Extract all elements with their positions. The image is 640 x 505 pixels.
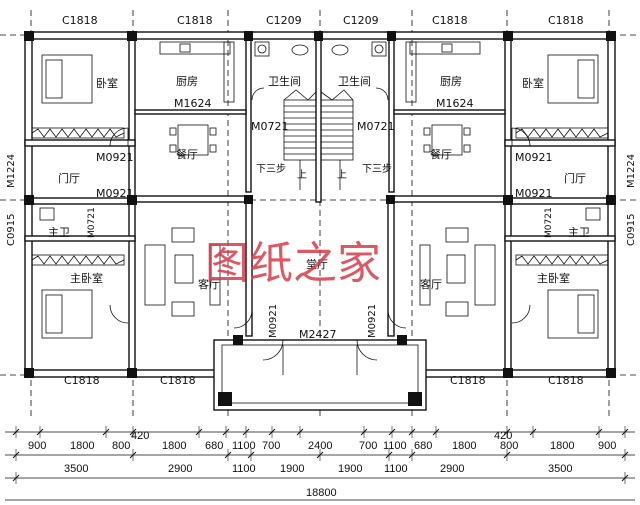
dim-row2-5: 1900	[338, 463, 362, 475]
room-bath-left: 卫生间	[268, 74, 301, 88]
stair-label-up-right: 上	[337, 169, 347, 181]
room-kitchen-right: 厨房	[440, 75, 462, 88]
room-foyer-left: 门厅	[58, 171, 80, 185]
bath-fixtures	[39, 41, 601, 221]
door-labels: M1624 M1624 M0721 M0721 M0921 M0921 M092…	[87, 97, 554, 341]
stair-label-up-left: 上	[297, 169, 307, 181]
stairs	[283, 89, 354, 190]
dim-row2-3: 1100	[232, 463, 256, 475]
dim-row1-8: 2400	[308, 440, 332, 452]
dim-row2-1: 3500	[64, 463, 88, 475]
window-label-left-m1224: M1224	[6, 154, 17, 188]
dim-row2-8: 3500	[548, 463, 572, 475]
door-label-side-left: M0721	[87, 207, 97, 238]
door-swings	[109, 87, 531, 361]
window-label-top-4: C1209	[343, 14, 379, 27]
window-label-top-2: C1818	[177, 14, 213, 27]
door-label-m0921-e: M0921	[268, 304, 279, 338]
dimension-ticks	[12, 426, 629, 484]
room-master-bath-left: 主卫	[48, 226, 70, 239]
room-master-bed-right: 主卧室	[537, 271, 570, 285]
door-label-bath-left: M0721	[251, 120, 289, 133]
room-center-hall: 堂厅	[306, 258, 328, 271]
watermark-text: 图纸之家	[205, 238, 381, 289]
stair-label-down-right: 下三步	[362, 163, 392, 175]
room-dining-right: 餐厅	[430, 147, 452, 161]
room-master-bath-right: 主卫	[568, 226, 590, 239]
dim-row1-extra-2: 420	[494, 430, 512, 442]
dim-row2-2: 2900	[168, 463, 192, 475]
dim-row1-12: 1800	[452, 440, 476, 452]
window-label-top-6: C1818	[548, 14, 584, 27]
dim-row2-4: 1900	[280, 463, 304, 475]
room-bedroom-right: 卧室	[522, 76, 544, 90]
stair-labels: 下三步 下三步 上 上	[256, 163, 392, 181]
window-label-top-1: C1818	[62, 14, 98, 27]
dim-row1-5: 680	[205, 440, 223, 452]
window-label-right-m1224: M1224	[626, 154, 637, 188]
dim-total: 18800	[306, 487, 337, 499]
room-dining-left: 餐厅	[176, 147, 198, 161]
dim-row1-3: 800	[112, 440, 130, 452]
room-master-bed-left: 主卧室	[70, 271, 103, 285]
dim-row1-10: 1100	[383, 440, 407, 452]
window-label-top-3: C1209	[266, 14, 302, 27]
room-labels: 卧室 卧室 厨房 厨房 卫生间 卫生间 餐厅 餐厅 门厅 门厅 主卫 主卫 主卧…	[48, 74, 590, 291]
window-label-left-c0915: C0915	[6, 214, 17, 246]
door-label-m0921-d: M0921	[515, 187, 553, 200]
door-label-m0921-f: M0921	[367, 304, 378, 338]
door-label-m0921-c: M0921	[515, 151, 553, 164]
window-label-bottom-1: C1818	[64, 374, 100, 387]
kitchen-counters	[159, 41, 481, 103]
dim-row1-11: 680	[414, 440, 432, 452]
structural-columns	[24, 31, 616, 378]
door-label-m0921-b: M0921	[96, 187, 134, 200]
room-foyer-right: 门厅	[564, 171, 586, 185]
dim-row1-13: 800	[500, 440, 518, 452]
living-furniture	[144, 227, 496, 317]
window-label-right-c0915: C0915	[626, 214, 637, 246]
dim-row1-14: 1800	[550, 440, 574, 452]
window-label-bottom-3: C1818	[450, 374, 486, 387]
dim-row1-15: 900	[598, 440, 616, 452]
door-label-kitchen-left: M1624	[174, 97, 212, 110]
stair-label-down-left: 下三步	[256, 163, 286, 175]
dim-row1-2: 1800	[70, 440, 94, 452]
beds	[41, 54, 599, 339]
dimension-row-2: 3500 2900 1100 1900 1900 1100 2900 3500	[64, 463, 572, 475]
dim-row1-4: 1800	[162, 440, 186, 452]
dim-row1-extra-1: 420	[131, 430, 149, 442]
room-bath-right: 卫生间	[338, 74, 371, 88]
door-label-kitchen-right: M1624	[436, 97, 474, 110]
room-living-left: 客厅	[198, 277, 220, 291]
dim-row1-6: 1100	[232, 440, 256, 452]
dining-tables	[169, 124, 471, 156]
room-kitchen-left: 厨房	[176, 75, 198, 88]
wardrobes	[31, 127, 609, 266]
front-porch	[213, 335, 427, 411]
window-label-top-5: C1818	[432, 14, 468, 27]
door-label-side-right: M0721	[544, 207, 554, 238]
door-label-m2427: M2427	[299, 328, 337, 341]
room-bedroom-left: 卧室	[96, 76, 118, 90]
door-label-m0921-a: M0921	[96, 151, 134, 164]
window-label-bottom-2: C1818	[160, 374, 196, 387]
room-living-right: 客厅	[420, 277, 442, 291]
door-label-bath-right: M0721	[357, 120, 395, 133]
dimension-row-1: 900 1800 800 1800 680 1100 700 2400 700 …	[28, 430, 616, 452]
dim-row2-7: 2900	[440, 463, 464, 475]
dim-row1-7: 700	[262, 440, 280, 452]
dim-row1-9: 700	[359, 440, 377, 452]
dim-row1-1: 900	[28, 440, 46, 452]
window-label-bottom-4: C1818	[548, 374, 584, 387]
dim-row2-6: 1100	[384, 463, 408, 475]
window-labels: C1818 C1818 C1209 C1209 C1818 C1818 C181…	[6, 14, 637, 387]
